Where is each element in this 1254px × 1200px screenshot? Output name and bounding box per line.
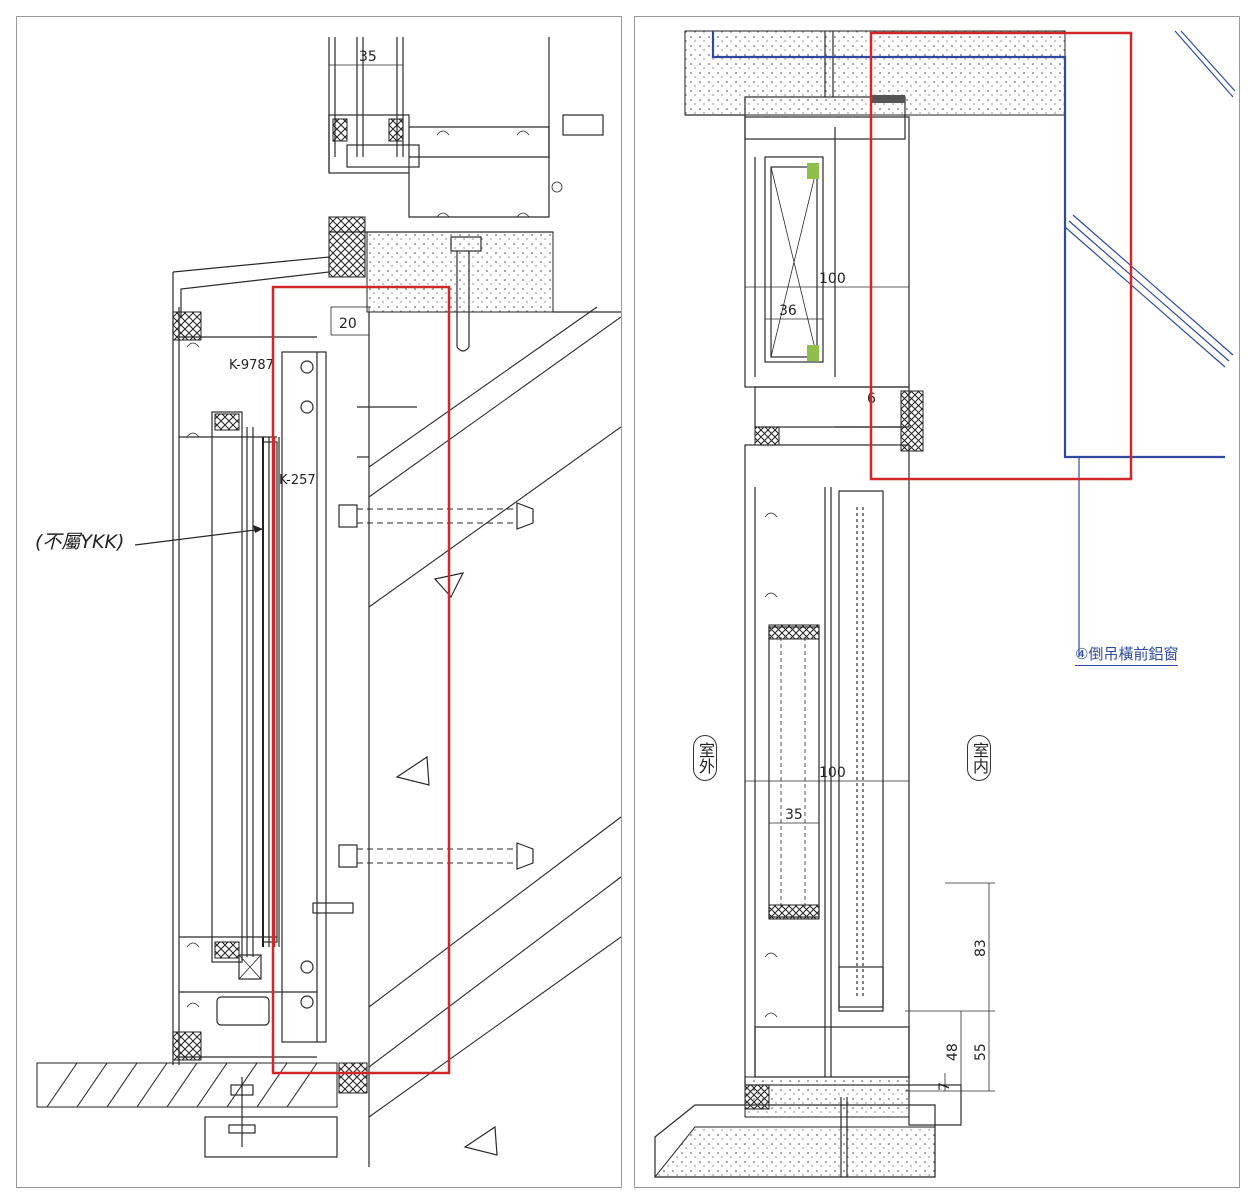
upper-window-glazing: 35 — [328, 37, 550, 172]
vertical-dimensions: 83 55 48 7 — [905, 882, 995, 1092]
dim-gap-label: 20 — [339, 316, 357, 332]
blue-note-text: ④倒吊橫前鋁窗 — [1075, 643, 1179, 666]
dim-top-label: 35 — [359, 49, 377, 65]
dim-vertical-1: 83 — [973, 939, 989, 957]
left-section-drawing: 35 — [36, 37, 621, 1167]
inner-sash-glass — [211, 411, 280, 980]
upper-frame-profile — [328, 114, 604, 218]
dim-vertical-2: 55 — [973, 1043, 989, 1061]
callout-leader — [134, 528, 264, 546]
highlight-box-right — [869, 31, 1133, 481]
triangle-marker-2 — [395, 755, 430, 786]
left-drawing-panel: 35 — [16, 16, 622, 1188]
bottom-slab — [653, 1076, 962, 1178]
right-section-drawing: 100 36 6 100 35 — [653, 30, 1236, 1178]
anchor-brackets — [281, 351, 534, 1043]
callout-arrow-icon — [253, 525, 263, 533]
label-inside: 室内 — [967, 735, 991, 781]
bolt-lower — [338, 842, 534, 870]
blue-annotation — [711, 30, 1236, 657]
callout-text: (不屬YKK) — [35, 531, 125, 553]
dim-frame-lower: 100 — [819, 765, 846, 781]
dim-small: 7 — [937, 1082, 953, 1091]
part-label-1: K-9787 — [229, 358, 274, 373]
main-frame-outer — [172, 256, 330, 1065]
dim-vertical-3: 48 — [945, 1043, 961, 1061]
concrete-lintel — [328, 216, 554, 352]
highlight-box-left — [271, 285, 451, 1075]
label-outside: 室外 — [693, 735, 717, 781]
top-slab — [684, 30, 1066, 140]
bolt-upper — [338, 502, 534, 530]
dim-glass-lower: 35 — [785, 807, 803, 823]
right-drawing-panel: 100 36 6 100 35 — [634, 16, 1240, 1188]
floor-slab — [36, 1062, 368, 1158]
upper-window-frame: 100 36 6 — [744, 116, 924, 452]
triangle-marker-3 — [463, 1125, 498, 1156]
lower-window-frame: 100 35 — [744, 444, 910, 1086]
part-label-2: K-257 — [279, 473, 316, 488]
wall-hatch — [368, 306, 621, 1167]
dim-frame-upper: 100 — [819, 271, 846, 287]
dim-glass-upper: 36 — [779, 303, 797, 319]
